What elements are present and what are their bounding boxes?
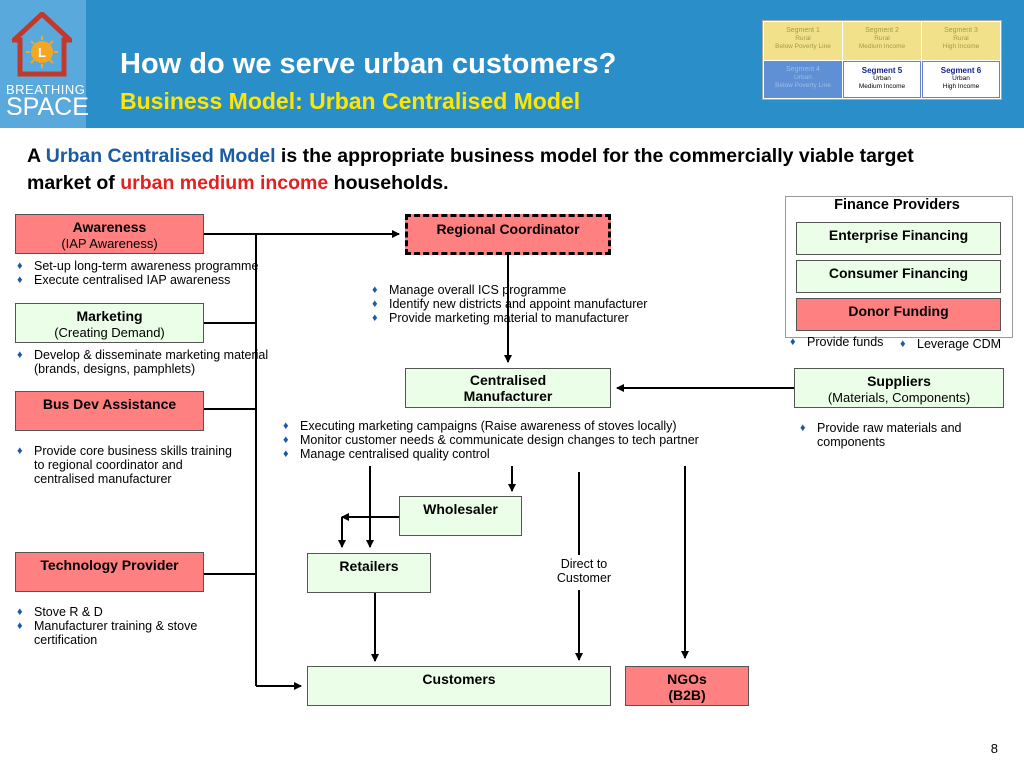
intro-statement: A Urban Centralised Model is the appropr… [27,145,914,194]
wholesaler-box: Wholesaler [399,496,522,536]
suppliers-bullets: ♦Provide raw materials and components [800,421,1000,449]
donor-funding-box: Donor Funding [796,298,1001,331]
slide-subtitle: Business Model: Urban Centralised Model [120,88,581,114]
diamond-bullet-icon: ♦ [17,606,23,618]
diamond-bullet-icon: ♦ [372,298,378,310]
marketing-bullets: ♦Develop & disseminate marketing materia… [17,348,277,376]
diamond-bullet-icon: ♦ [17,620,23,632]
list-item: ♦Stove R & D [17,605,103,619]
diamond-bullet-icon: ♦ [17,445,23,457]
direct-to-customer-label: Direct to Customer [556,557,612,585]
enterprise-financing-box: Enterprise Financing [796,222,1001,255]
bus-dev-bullets: ♦Provide core business skills training t… [17,444,237,486]
diamond-bullet-icon: ♦ [372,284,378,296]
suppliers-box: Suppliers(Materials, Components) [794,368,1004,408]
list-item: ♦Leverage CDM [900,337,1002,351]
finance-providers-title: Finance Providers [812,197,982,213]
logo-text-top: BREATHING [6,82,86,97]
target-market: urban medium income [120,172,329,194]
diamond-bullet-icon: ♦ [283,448,289,460]
diamond-bullet-icon: ♦ [900,338,906,350]
diamond-bullet-icon: ♦ [17,260,23,272]
list-item: ♦Provide funds [790,335,884,349]
list-item: ♦Provide core business skills training t… [17,444,233,486]
list-item: ♦Develop & disseminate marketing materia… [17,348,269,376]
page-number: 8 [990,741,998,756]
list-item: ♦Manage centralised quality control [283,447,490,461]
technology-provider-box: Technology Provider [15,552,204,592]
consumer-financing-box: Consumer Financing [796,260,1001,293]
diamond-bullet-icon: ♦ [372,312,378,324]
house-sun-icon: L [12,12,72,77]
slide-title: How do we serve urban customers? [120,48,617,80]
tech-bullets: ♦Stove R & D ♦Manufacturer training & st… [17,605,217,647]
model-name: Urban Centralised Model [45,145,276,167]
bus-dev-box: Bus Dev Assistance [15,391,204,431]
diamond-bullet-icon: ♦ [283,420,289,432]
list-item: ♦Provide marketing material to manufactu… [372,311,629,325]
list-item: ♦Set-up long-term awareness programme [17,259,259,273]
list-item: ♦Manufacturer training & stove certifica… [17,619,198,647]
awareness-bullets: ♦Set-up long-term awareness programme ♦E… [17,259,297,287]
regional-coordinator-box: Regional Coordinator [405,214,611,255]
awareness-box: Awareness(IAP Awareness) [15,214,204,254]
svg-text:L: L [38,45,46,60]
breathing-space-logo: L BREATHING SPACE [0,0,89,128]
list-item: ♦Executing marketing campaigns (Raise aw… [283,419,677,433]
finance-bullet-funds: ♦Provide funds [790,335,900,349]
customers-box: Customers [307,666,611,706]
regional-bullets: ♦Manage overall ICS programme ♦Identify … [372,283,702,325]
list-item: ♦Execute centralised IAP awareness [17,273,231,287]
centralised-manufacturer-box: Centralised Manufacturer [405,368,611,408]
list-item: ♦Monitor customer needs & communicate de… [283,433,699,447]
list-item: ♦Identify new districts and appoint manu… [372,297,648,311]
list-item: ♦Manage overall ICS programme [372,283,567,297]
retailers-box: Retailers [307,553,431,593]
marketing-box: Marketing(Creating Demand) [15,303,204,343]
diamond-bullet-icon: ♦ [17,274,23,286]
manufacturer-bullets: ♦Executing marketing campaigns (Raise aw… [283,419,773,461]
list-item: ♦Provide raw materials and components [800,421,962,449]
diamond-bullet-icon: ♦ [17,349,23,361]
diamond-bullet-icon: ♦ [790,336,796,348]
finance-bullet-cdm: ♦Leverage CDM [900,337,1015,351]
logo-text-bottom: SPACE [6,93,89,121]
ngos-box: NGOs (B2B) [625,666,749,706]
diamond-bullet-icon: ♦ [283,434,289,446]
diamond-bullet-icon: ♦ [800,422,806,434]
